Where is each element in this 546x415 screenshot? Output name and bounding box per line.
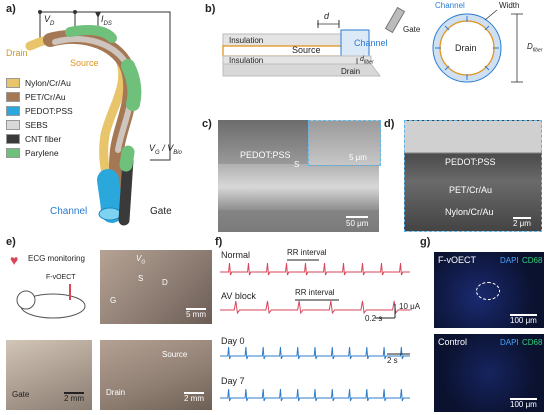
pet-label: PET/Cr/Au xyxy=(449,185,492,195)
top-title: F-vOECT xyxy=(438,255,476,265)
gate-label: Gate xyxy=(12,390,29,399)
gate-label: Gate xyxy=(403,25,420,34)
scale-time-2: 2 s xyxy=(387,356,398,365)
fiber-outline xyxy=(476,282,500,300)
panel-g-label: g) xyxy=(420,236,430,248)
legend-swatch xyxy=(6,78,20,88)
insulation-bottom-label: Insulation xyxy=(229,56,263,65)
panel-d-label: d) xyxy=(384,118,394,130)
panel-e-label: e) xyxy=(6,236,16,248)
dfiber-label: dfiber xyxy=(360,56,374,65)
cd68-label: CD68 xyxy=(522,338,542,347)
legend-swatch xyxy=(6,106,20,116)
legend-swatch xyxy=(6,134,20,144)
fiber-body xyxy=(218,164,379,210)
ecg-label: ECG monitoring xyxy=(28,254,85,263)
ecg-traces xyxy=(215,236,425,415)
mouse-illustration xyxy=(8,266,98,321)
drain-label: Drain xyxy=(341,67,360,76)
bottom-title: Control xyxy=(438,337,467,347)
dapi-label: DAPI xyxy=(500,338,519,347)
scale-bar: 2 μm xyxy=(513,217,531,228)
channel-label: Channel xyxy=(50,206,87,217)
drain-label: Drain xyxy=(6,48,28,58)
bottom-scale: 100 μm xyxy=(510,398,537,409)
pedot-label: PEDOT:PSS xyxy=(240,150,291,160)
dapi-label: DAPI xyxy=(500,256,519,265)
panel-e: e) ♥ ECG monitoring F-vOECT VG S D G 5 m… xyxy=(0,236,215,415)
rr-interval-label-2: RR interval xyxy=(295,288,335,297)
ids-label: IDS xyxy=(101,14,112,27)
photo-bottom-right: Source Drain 2 mm xyxy=(100,340,212,410)
legend-swatch xyxy=(6,120,20,130)
legend-item: SEBS xyxy=(6,118,73,132)
scale-br: 2 mm xyxy=(184,392,204,403)
panel-b: b) d Insulation Source Channel Gate Insu… xyxy=(205,0,546,88)
sem-image-c: PEDOT:PSS S 5 μm 50 μm xyxy=(218,120,379,232)
legend-item: CNT fiber xyxy=(6,132,73,146)
top-scale: 100 μm xyxy=(510,314,537,325)
rr-interval-label-1: RR interval xyxy=(287,248,327,257)
channel-label: Channel xyxy=(354,38,388,48)
legend-item: Parylene xyxy=(6,146,73,160)
legend-item: PET/Cr/Au xyxy=(6,90,73,104)
legend-item: Nylon/Cr/Au xyxy=(6,76,73,90)
vg-label: VG xyxy=(136,254,145,266)
scale-bar: 50 μm xyxy=(346,216,368,228)
legend-swatch xyxy=(6,92,20,102)
legend-swatch xyxy=(6,148,20,158)
circle-channel-label: Channel xyxy=(435,1,465,10)
ecg-trace-day0 xyxy=(220,347,410,359)
drain-label: Drain xyxy=(106,388,125,397)
scale-time: 0.2 s xyxy=(365,314,382,323)
nylon-label: Nylon/Cr/Au xyxy=(445,207,494,217)
panel-c-label: c) xyxy=(202,118,212,130)
ecg-trace-day7 xyxy=(220,389,410,401)
ecg-trace-normal xyxy=(220,263,410,275)
day0-label: Day 0 xyxy=(221,336,245,346)
legend-item: PEDOT:PSS xyxy=(6,104,73,118)
source-label: Source xyxy=(70,58,99,68)
materials-legend: Nylon/Cr/Au PET/Cr/Au PEDOT:PSS SEBS CNT… xyxy=(6,76,73,160)
source-label: Source xyxy=(292,45,321,55)
d-label: D xyxy=(162,278,168,287)
pedot-label: PEDOT:PSS xyxy=(445,157,496,167)
panel-f: f) Normal RR interval AV block RR interv… xyxy=(215,236,425,415)
panel-g: g) F-vOECT DAPI CD68 100 μm Control DAPI… xyxy=(420,236,546,415)
panel-c: c) PEDOT:PSS S 5 μm 50 μm xyxy=(200,116,380,233)
Dfiber-label: Dfiber xyxy=(527,42,543,54)
d-label: d xyxy=(324,11,329,21)
insulation-top-label: Insulation xyxy=(229,36,263,45)
gate-label: Gate xyxy=(150,206,172,217)
s-label: S xyxy=(138,274,143,283)
normal-label: Normal xyxy=(221,250,250,260)
photo-top: VG S D G 5 mm xyxy=(100,250,212,324)
fluorescence-top: F-vOECT DAPI CD68 100 μm xyxy=(434,252,544,328)
av-block-label: AV block xyxy=(221,291,256,301)
inset-scale: 5 μm xyxy=(349,153,367,162)
width-label: Width xyxy=(499,1,519,10)
source-label: Source xyxy=(162,350,187,359)
g-label: G xyxy=(110,296,116,305)
day7-label: Day 7 xyxy=(221,376,245,386)
scale-top: 5 mm xyxy=(186,308,206,319)
ecg-trace-av-block xyxy=(220,301,410,313)
fluorescence-bottom: Control DAPI CD68 100 μm xyxy=(434,334,544,412)
circle-drain-label: Drain xyxy=(455,43,477,53)
cd68-label: CD68 xyxy=(522,256,542,265)
inset-image xyxy=(308,120,381,166)
panel-a: a) VD IDS Drain Source VG / VBio Channel… xyxy=(0,0,200,235)
vg-label: VG / VBio xyxy=(149,143,182,156)
scale-current: 10 μA xyxy=(399,302,420,311)
scale-bl: 2 mm xyxy=(64,392,84,403)
vd-label: VD xyxy=(44,14,54,27)
panel-d: d) PEDOT:PSS PET/Cr/Au Nylon/Cr/Au 2 μm xyxy=(380,116,546,233)
photo-bottom-left: Gate 2 mm xyxy=(6,340,92,410)
sem-image-d: PEDOT:PSS PET/Cr/Au Nylon/Cr/Au 2 μm xyxy=(404,120,542,232)
s-label: S xyxy=(294,160,299,169)
